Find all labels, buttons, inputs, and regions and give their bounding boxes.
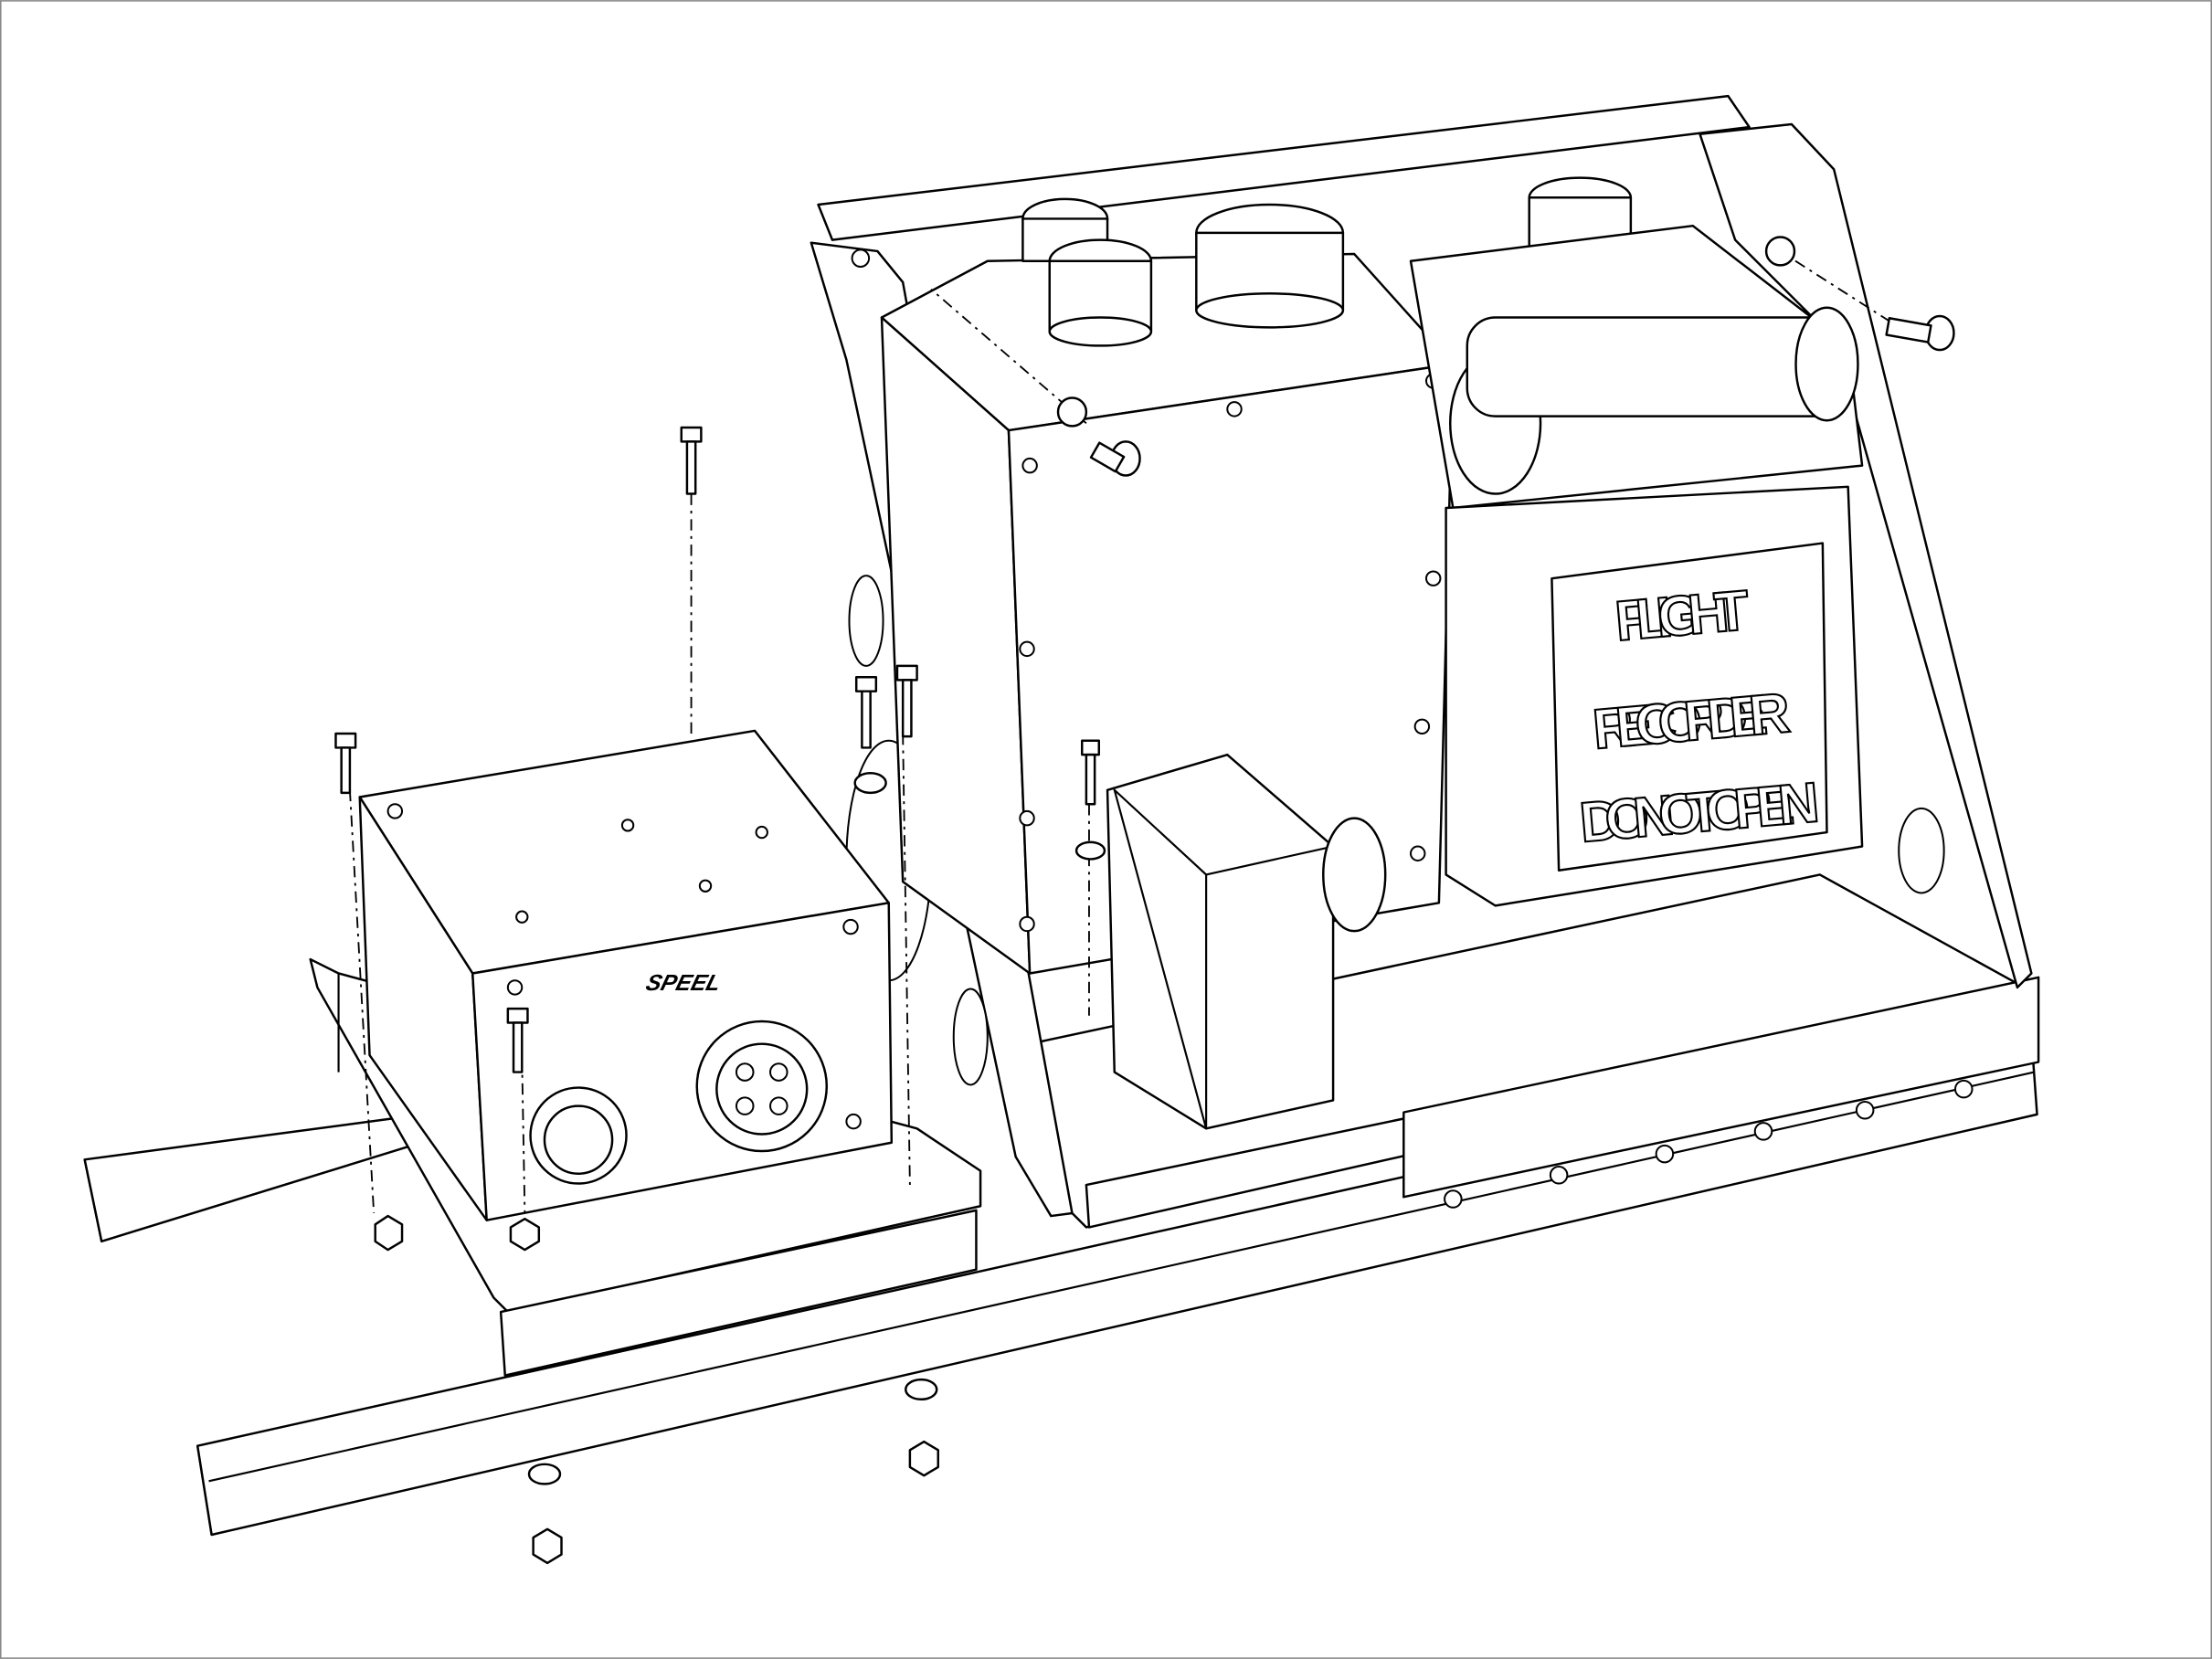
fasteners: [334, 236, 1955, 1565]
bolt-icon: [1081, 739, 1101, 806]
speel-logo: SPEEL: [643, 970, 724, 996]
flight-recorder: FLIGHT RECORDER DO NOT OPEN: [1409, 224, 1864, 907]
screw-icon: [1089, 440, 1141, 477]
left-avionics-box: SPEEL: [358, 729, 894, 1221]
bracket-hole: [1898, 807, 1945, 894]
box-screws: [386, 803, 862, 1130]
screw-icon: [1885, 314, 1955, 352]
washer-icon: [527, 236, 1796, 1485]
nut-icon: [374, 1214, 939, 1565]
tray-holes: [1444, 1079, 1974, 1209]
bolt-icon: [506, 1007, 529, 1073]
bolt-icon: [334, 732, 357, 795]
main-mounting-tray: [1028, 873, 2040, 1229]
junction-box: [1106, 753, 1387, 1130]
box-connectors: [529, 1020, 829, 1185]
label-line-1: FLIGHT: [1613, 579, 1752, 654]
bolt-icon: [854, 676, 878, 749]
right-bracket-plate: [1699, 122, 2033, 989]
bolt-icon: [895, 664, 918, 738]
bolt-icon: [680, 426, 703, 495]
recorder-label-panel: [1551, 542, 1828, 872]
